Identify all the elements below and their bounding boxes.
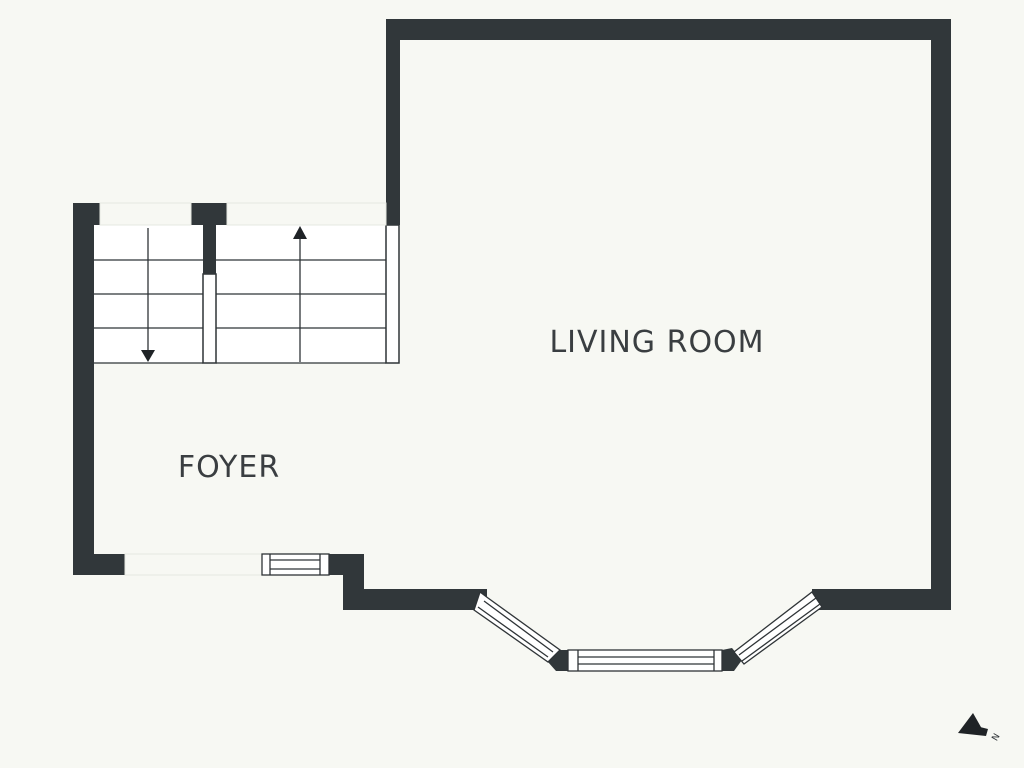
wall-bottom-left-stub	[73, 554, 125, 575]
wall-top-living	[386, 19, 951, 40]
wall-bottom-right-run	[818, 589, 951, 610]
window-entry	[261, 553, 330, 576]
wall-foyer-left	[73, 203, 94, 575]
stair-right-rail	[385, 224, 400, 364]
wall-bottom-left-run	[343, 589, 480, 610]
window-bay-left	[473, 590, 561, 663]
compass-north-letter: N	[991, 732, 1003, 743]
window-bay-right	[733, 591, 823, 665]
stair-center-rail	[202, 273, 217, 364]
compass: N	[958, 713, 1003, 743]
wall-foyer-top-mid-stub	[191, 203, 227, 225]
staircase	[94, 224, 400, 364]
opening-foyer-top-left	[99, 202, 192, 226]
wall-stair-divider	[203, 225, 216, 274]
walls	[73, 19, 951, 671]
wall-bay-right-pier	[722, 648, 742, 671]
wall-foyer-top-left-stub	[73, 203, 100, 225]
wall-left-living	[386, 19, 400, 225]
windows	[261, 553, 823, 672]
window-bay-center	[567, 649, 723, 672]
room-label-living-room: LIVING ROOM	[549, 325, 764, 360]
room-label-foyer: FOYER	[178, 450, 280, 485]
openings	[99, 202, 387, 576]
opening-foyer-top-right	[226, 202, 387, 226]
stair-up-arrow	[293, 226, 307, 362]
stair-down-arrow	[141, 228, 155, 362]
opening-entry	[124, 553, 263, 576]
wall-right-living	[931, 19, 951, 610]
